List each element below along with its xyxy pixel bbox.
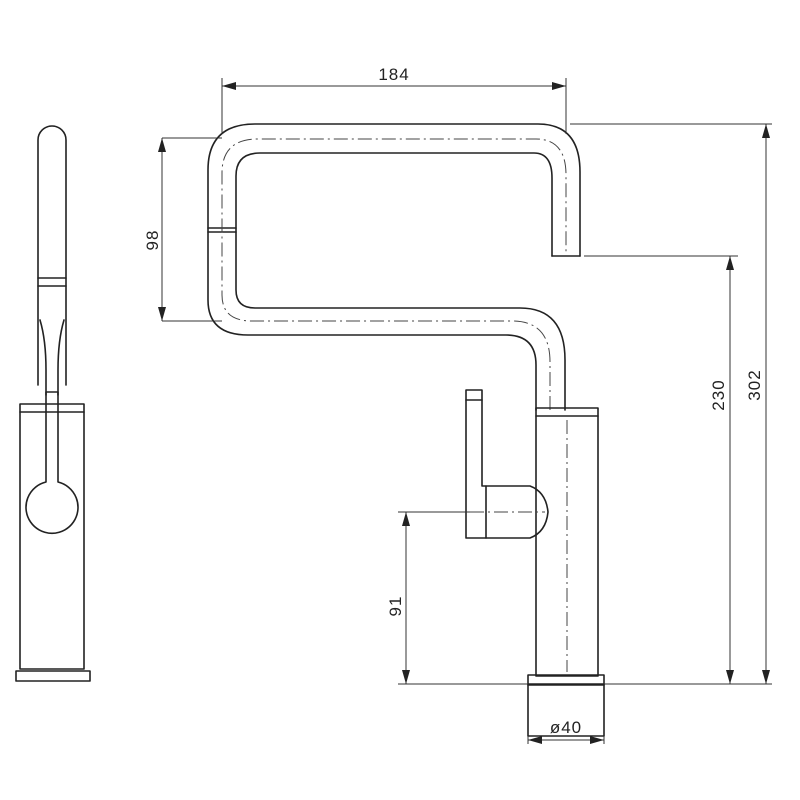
- dim-98-label: 98: [143, 230, 162, 251]
- dim-184-label: 184: [378, 65, 409, 84]
- dim-total-height: 302: [570, 123, 772, 684]
- faucet-base-top: [527, 674, 605, 686]
- dim-40-arrow-right: [590, 736, 604, 744]
- side-spout-neck: [39, 319, 65, 396]
- dim-98-arrow-bottom: [158, 307, 166, 321]
- dim-184-arrow-right: [552, 82, 566, 90]
- dim-230-arrow-top: [726, 256, 734, 270]
- dim-91-arrow-bottom: [402, 670, 410, 684]
- dim-184-arrow-left: [222, 82, 236, 90]
- dim-outlet-height: 230: [584, 255, 738, 684]
- side-lever: [25, 391, 79, 535]
- side-body: [19, 403, 85, 670]
- dim-302-arrow-bottom: [762, 670, 770, 684]
- spout-centerline: [221, 138, 567, 410]
- dim-91-arrow-top: [402, 512, 410, 526]
- spout-inner: [235, 152, 566, 411]
- dim-230-label: 230: [709, 379, 728, 410]
- dim-40-arrow-left: [528, 736, 542, 744]
- side-spout-outline: [37, 125, 67, 386]
- dim-91-label: 91: [386, 596, 405, 617]
- side-base-plate: [15, 670, 91, 682]
- faucet-body: [535, 407, 599, 677]
- dim-98-arrow-top: [158, 138, 166, 152]
- dim-spout-drop: 98: [143, 137, 222, 322]
- dimension-lines: 184 98 302 230: [143, 65, 772, 744]
- front-view: [207, 123, 605, 737]
- faucet-base: [527, 683, 605, 737]
- dim-230-arrow-bottom: [726, 670, 734, 684]
- dim-lever-height: 91: [386, 511, 470, 684]
- spout-outer: [207, 123, 581, 411]
- dim-302-label: 302: [745, 369, 764, 400]
- dim-base-diameter: ø40: [527, 718, 605, 744]
- dim-40-label: ø40: [550, 718, 582, 737]
- faucet-lever: [465, 389, 549, 539]
- dim-spout-reach: 184: [221, 65, 567, 134]
- dim-302-arrow-top: [762, 124, 770, 138]
- side-view: [15, 125, 91, 682]
